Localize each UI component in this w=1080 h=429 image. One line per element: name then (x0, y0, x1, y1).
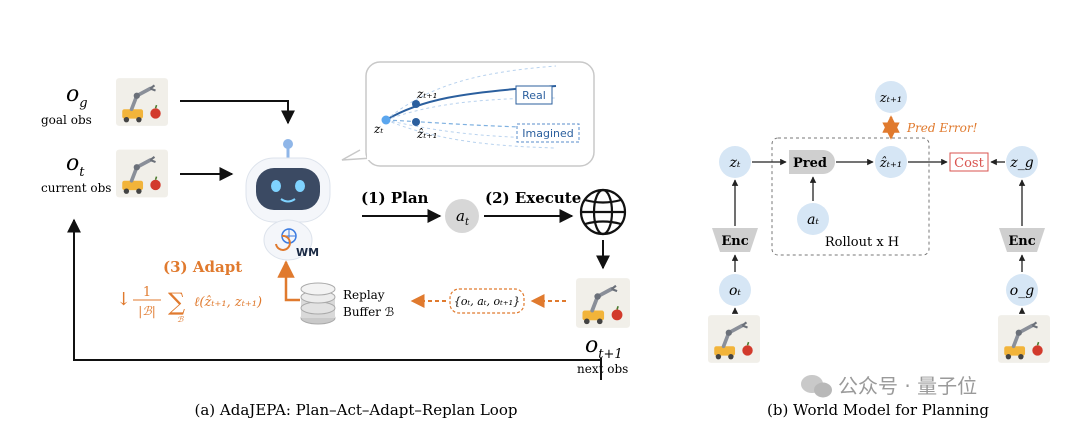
imagined-label: Imagined (522, 127, 573, 140)
next-obs-image (576, 278, 630, 328)
predictor-block (789, 150, 835, 174)
rollout-box (771, 137, 930, 256)
svg-text:ℓ(ẑₜ₊₁, zₜ₊₁): ℓ(ẑₜ₊₁, zₜ₊₁) (194, 295, 262, 310)
bubble-zhat-label: ẑₜ₊₁ (416, 127, 437, 141)
encoder-right-label: Enc (1008, 234, 1035, 249)
action-symbol: at (456, 207, 470, 228)
og-label: o_g (1010, 283, 1034, 299)
replay-buffer-icon (300, 282, 336, 325)
svg-text:1: 1 (143, 285, 151, 300)
svg-text:∑: ∑ (168, 288, 185, 316)
pred-error-label: Pred Error! (906, 121, 978, 135)
svg-text:|ℬ|: |ℬ| (138, 304, 156, 318)
pred-label: Pred (793, 156, 827, 171)
adapt-label: (3) Adapt (163, 258, 242, 276)
replan-loop-arrow (74, 220, 602, 380)
svg-text:ℬ: ℬ (177, 315, 184, 324)
environment-globe-icon (579, 188, 627, 236)
wechat-watermark-icon (801, 375, 832, 398)
adapt-arrow (277, 260, 300, 302)
agent-robot-icon (245, 139, 331, 261)
encoder-left-block (712, 228, 758, 252)
zt-node (719, 146, 751, 178)
zhat-label: ẑₜ₊₁ (879, 156, 902, 171)
og-node (1006, 274, 1038, 306)
current-obs-image (116, 150, 168, 198)
at-label: aₜ (807, 212, 819, 228)
right-arrows (731, 158, 1026, 314)
rollout-label: Rollout x H (825, 235, 899, 250)
buffer-label-line1: Replay (343, 288, 385, 302)
bubble-zt-label: zₜ (373, 122, 383, 136)
encoder-left-label: Enc (721, 234, 748, 249)
svg-text:↓: ↓ (116, 289, 131, 310)
zg-node (1006, 146, 1038, 178)
caption-right: (b) World Model for Planning (767, 401, 989, 419)
zhat-node (875, 146, 907, 178)
encoder-right-block (999, 228, 1045, 252)
ot-node (719, 274, 751, 306)
bubble-zreal-label: zₜ₊₁ (416, 87, 437, 101)
zt-label: zₜ (729, 155, 741, 171)
right-current-obs-image (708, 315, 760, 363)
wm-label: WM (296, 246, 319, 259)
ot-label: oₜ (729, 283, 741, 299)
ztrue-label: zₜ₊₁ (879, 91, 902, 106)
next-obs-caption: next obs (577, 362, 628, 376)
zg-label: z_g (1009, 155, 1033, 171)
right-goal-obs-image (998, 315, 1050, 363)
caption-left: (a) AdaJEPA: Plan–Act–Adapt–Replan Loop (195, 401, 518, 419)
at-node (797, 203, 829, 235)
watermark-text: 公众号 · 量子位 (838, 374, 977, 398)
buffer-label-line2: Buffer ℬ (343, 305, 394, 319)
real-label: Real (522, 89, 546, 102)
goal-obs-caption: goal obs (41, 113, 92, 127)
plan-label: (1) Plan (361, 189, 429, 207)
thought-bubble (341, 61, 595, 167)
goal-obs-symbol: og (66, 82, 88, 111)
cost-label: Cost (954, 156, 984, 171)
current-obs-symbol: ot (66, 151, 85, 180)
goal-obs-image (116, 78, 168, 126)
transition-box (449, 288, 525, 314)
adapt-loss: ↓ 1 |ℬ| ∑ ℬ ℓ(ẑₜ₊₁, zₜ₊₁) (116, 285, 262, 324)
ztrue-node (875, 81, 907, 113)
goal-to-agent-arrow (180, 100, 295, 125)
action-node (445, 199, 479, 233)
execute-label: (2) Execute (485, 189, 581, 207)
current-obs-caption: current obs (41, 181, 111, 195)
next-obs-symbol: ot+1 (585, 333, 623, 362)
transition-tuple: {oₜ, aₜ, oₜ₊₁} (454, 295, 520, 308)
cost-box (949, 152, 989, 172)
